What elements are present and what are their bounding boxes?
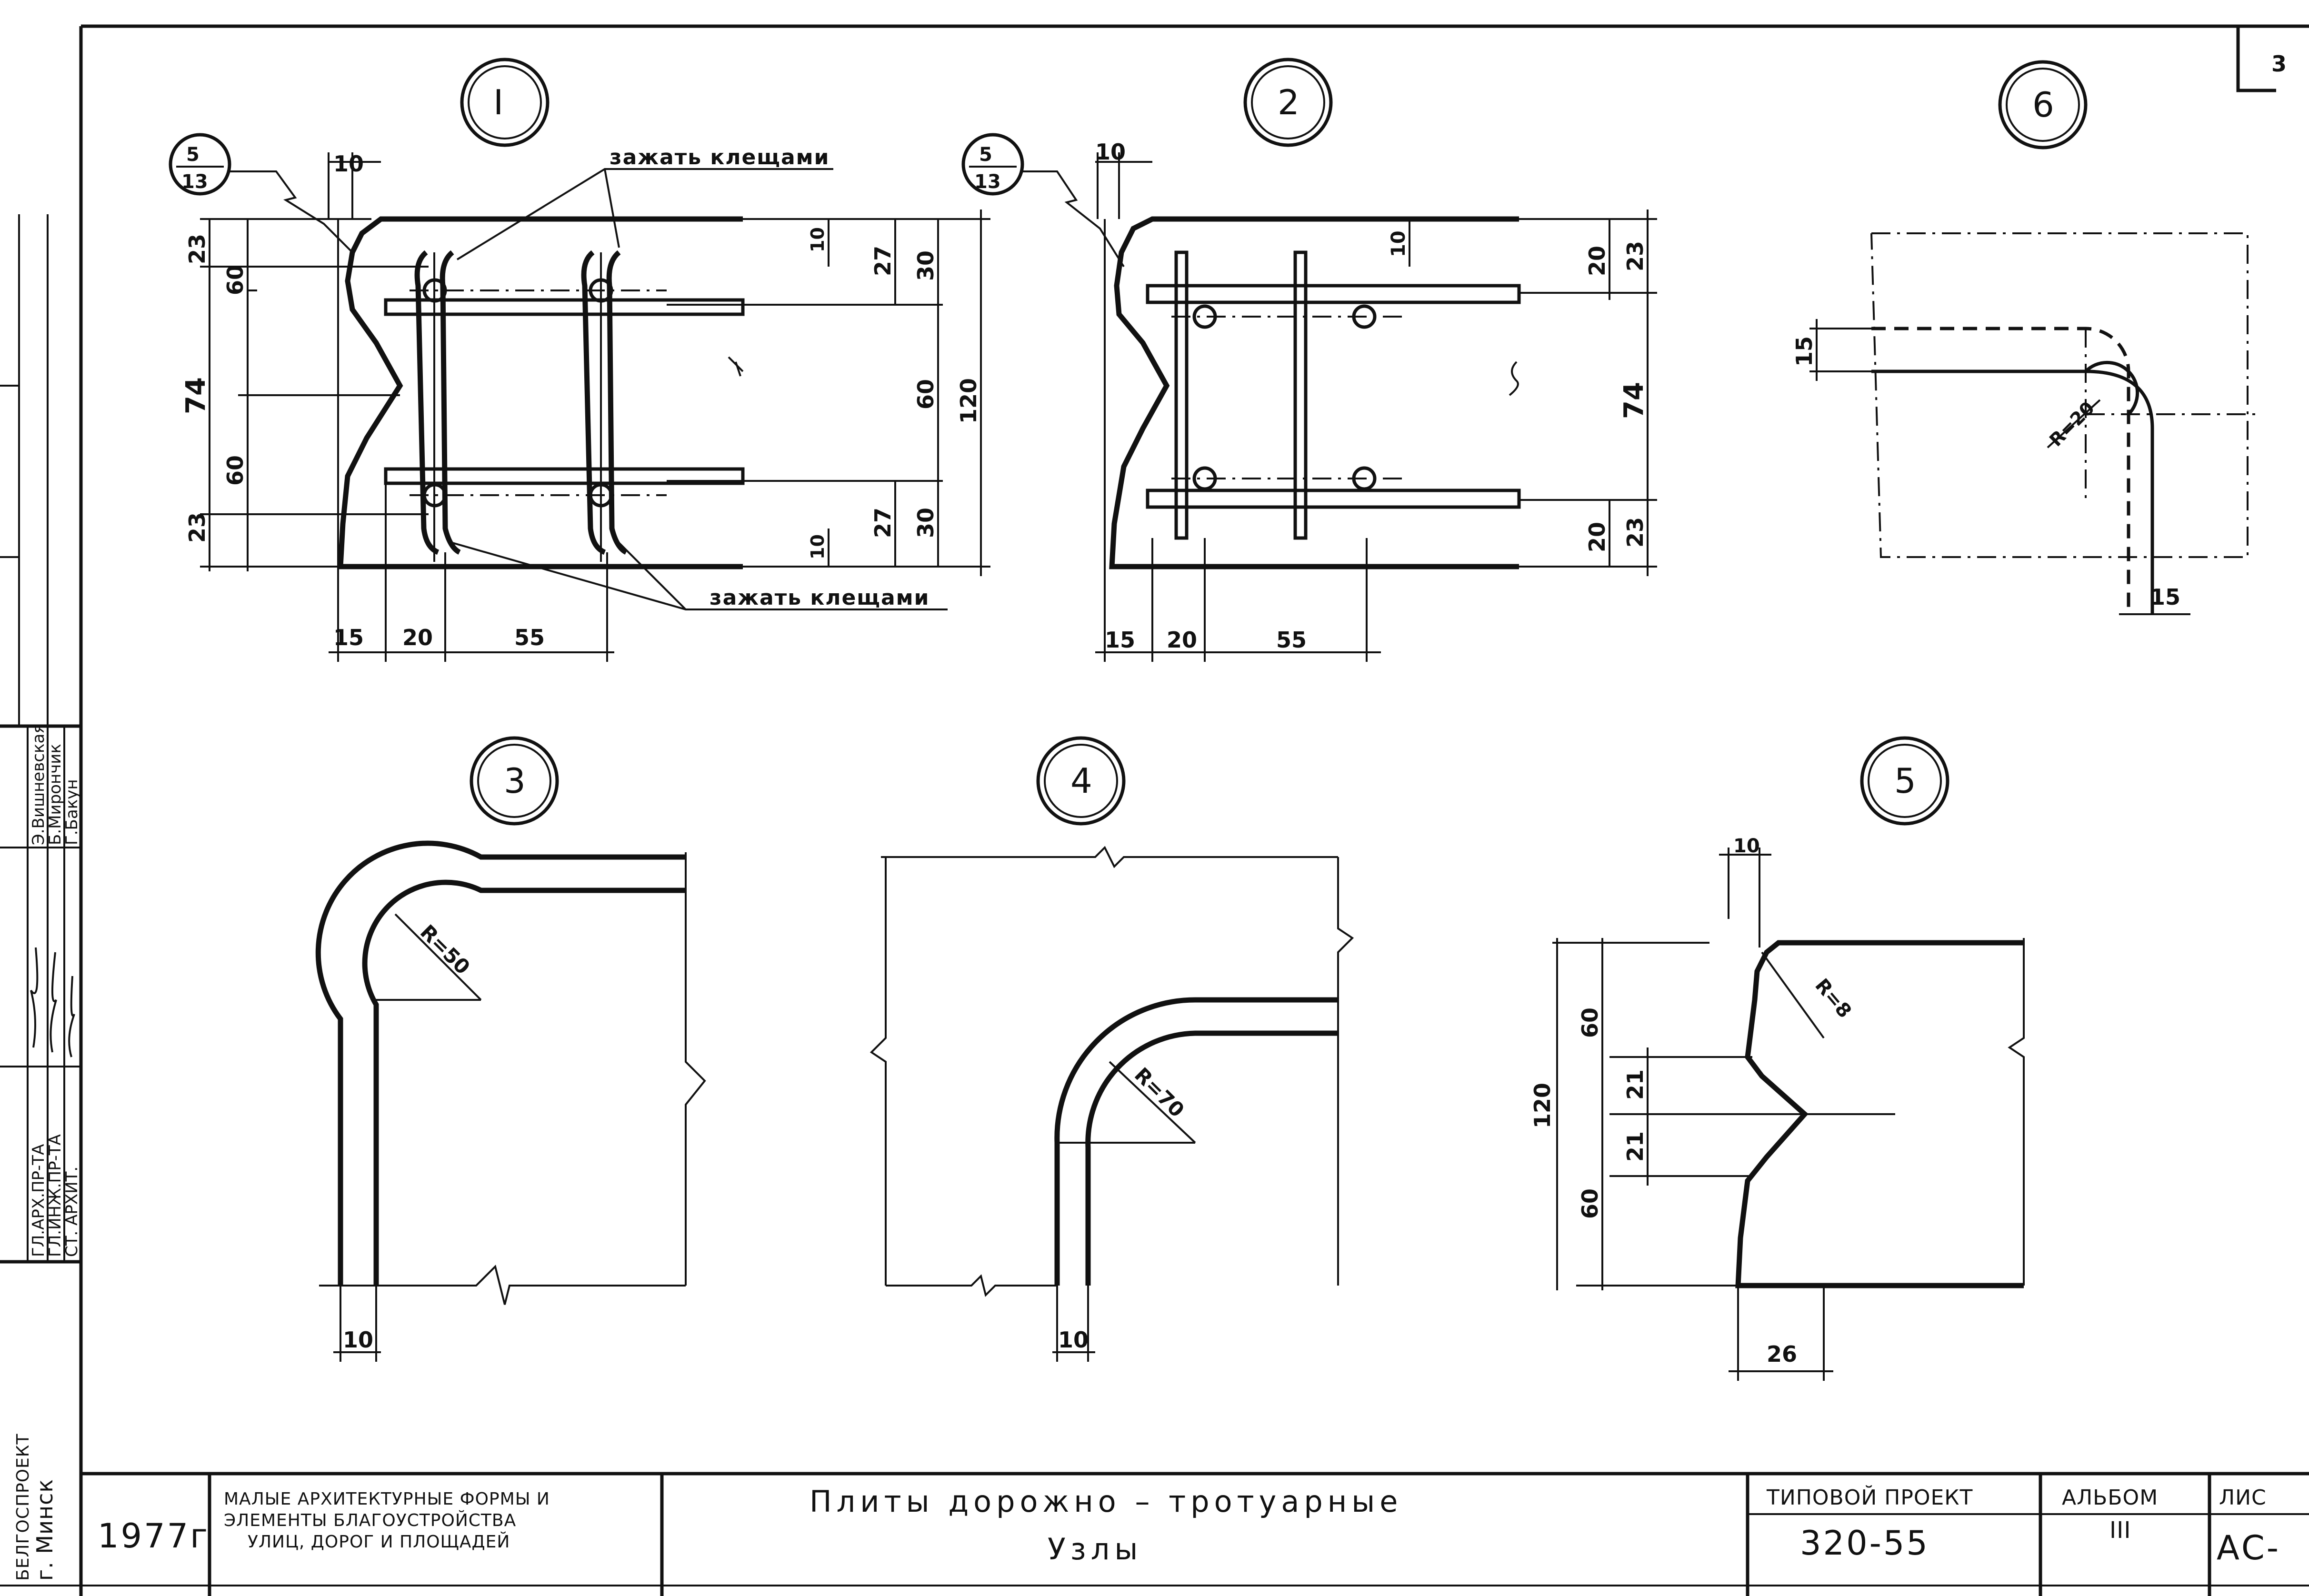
dim-d1-55: 55: [514, 625, 545, 650]
dim-d2-20: 20: [1167, 627, 1197, 653]
dim-d1-15: 15: [333, 625, 364, 650]
dim-d1-60-top: 60: [222, 265, 248, 295]
series-line-2: ЭЛЕМЕНТЫ БЛАГОУСТРОЙСТВА: [224, 1510, 516, 1530]
stamp-role-3: СТ. АРХИТ.: [62, 1167, 81, 1257]
dim-d3-10: 10: [343, 1327, 373, 1353]
side-stamp: [0, 214, 81, 1264]
node-label-5: 5: [1894, 761, 1916, 801]
sheet-code: АС-: [2217, 1528, 2280, 1567]
node-marker-4: [1036, 736, 1126, 826]
detail-1: [169, 133, 990, 662]
stamp-name-1: Э.Вишневская: [29, 724, 48, 845]
dim-d2-15: 15: [1105, 627, 1135, 653]
node-label-3: 3: [504, 761, 526, 801]
dim-d4-10: 10: [1058, 1327, 1089, 1353]
title-year: 1977г: [98, 1516, 210, 1556]
dim-d5-21-bottom: 21: [1622, 1131, 1648, 1162]
detail-4: [870, 846, 1354, 1362]
dim-d1-27-top: 27: [870, 246, 896, 276]
dim-d1-23-bottom: 23: [184, 512, 210, 543]
dim-d1-10-top: 10: [807, 227, 828, 252]
radius-d5: R=8: [1810, 975, 1855, 1022]
stamp-org: БЕЛГОСПРОЕКТ: [13, 1434, 33, 1581]
dim-d5-21-top: 21: [1622, 1069, 1648, 1100]
node-label-2: 2: [1278, 82, 1299, 122]
dim-d2-23-bottom: 23: [1622, 517, 1648, 548]
callout-top-1: 5: [186, 144, 200, 166]
dim-d2-74: 74: [1619, 382, 1649, 419]
dim-d5-120: 120: [1529, 1083, 1555, 1128]
dim-d1-27-bottom: 27: [870, 508, 896, 538]
callout-bottom-1: 13: [181, 171, 208, 193]
callout-top-2: 5: [979, 144, 992, 166]
dim-d6-15-bottom: 15: [2150, 584, 2180, 610]
series-line-1: МАЛЫЕ АРХИТЕКТУРНЫЕ ФОРМЫ И: [224, 1489, 550, 1509]
clamp-note-bottom: зажать клещами: [710, 586, 930, 610]
dim-d5-60-top: 60: [1577, 1007, 1603, 1038]
node-marker-6: [1998, 60, 2088, 150]
node-marker-5: [1860, 736, 1949, 826]
dim-d2-23-top: 23: [1622, 241, 1648, 271]
detail-2: [961, 133, 1657, 662]
sheet-frame: [0, 24, 2309, 1596]
project-number: 320-55: [1800, 1524, 1929, 1563]
stamp-name-3: Г.Бакун: [62, 779, 81, 845]
dim-d5-60-bottom: 60: [1577, 1188, 1603, 1219]
radius-d6: R=20: [2045, 398, 2099, 451]
dim-d1-top-10: 10: [333, 151, 364, 177]
dim-d5-26: 26: [1767, 1341, 1797, 1367]
album-number: III: [2109, 1517, 2131, 1544]
dim-d1-20: 20: [402, 625, 433, 650]
node-marker-2: [1243, 58, 1333, 147]
stamp-role-1: ГЛ.АРХ.ПР-ТА: [29, 1144, 48, 1257]
detail-3: [315, 840, 706, 1362]
signature-marks: [30, 947, 75, 1057]
sheet-label: ЛИС: [2219, 1486, 2267, 1510]
detail-5: [1552, 848, 2025, 1381]
node-label-4: 4: [1070, 761, 1092, 801]
album-label: АЛЬБОМ: [2062, 1486, 2158, 1510]
dim-d1-60-bottom: 60: [222, 455, 248, 486]
dim-d5-10: 10: [1733, 835, 1760, 857]
radius-d4: R=70: [1130, 1063, 1189, 1122]
dim-d2-20-top: 20: [1584, 246, 1610, 276]
sheet-title: Плиты дорожно – тротуарные: [810, 1484, 1402, 1519]
callout-bottom-2: 13: [974, 171, 1001, 193]
dim-d2-10: 10: [1388, 230, 1409, 257]
dim-d1-23-top: 23: [184, 234, 210, 264]
series-line-3: УЛИЦ, ДОРОГ И ПЛОЩАДЕЙ: [248, 1532, 510, 1552]
project-label: ТИПОВОЙ ПРОЕКТ: [1766, 1485, 1973, 1510]
dim-d1-30-bottom: 30: [913, 508, 939, 538]
dim-d1-30-top: 30: [913, 250, 939, 281]
dim-d1-10-bottom: 10: [807, 534, 828, 559]
node-marker-1: [460, 58, 550, 147]
stamp-name-2: Б.Мирончик: [46, 744, 65, 845]
dim-d1-74: 74: [180, 377, 211, 414]
stamp-role-2: ГЛ.ИНЖ.ПР-ТА: [46, 1134, 65, 1257]
dim-d1-120: 120: [956, 378, 981, 424]
dim-d6-15-side: 15: [1791, 336, 1817, 367]
detail-6: [1809, 232, 2261, 615]
dim-d2-20-bottom: 20: [1584, 522, 1610, 552]
node-label-6: 6: [2032, 85, 2054, 125]
node-marker-3: [470, 736, 559, 826]
radius-d3: R=50: [416, 920, 475, 979]
stamp-city: г. Минск: [32, 1479, 58, 1581]
dim-d2-55: 55: [1276, 627, 1307, 653]
sheet-corner-number: 3: [2271, 51, 2287, 77]
node-label-1: I: [493, 82, 503, 122]
clamp-note-top: зажать клещами: [610, 145, 830, 170]
dim-d2-top-10: 10: [1095, 139, 1126, 165]
title-block: [208, 1474, 2309, 1596]
sheet-subtitle: Узлы: [1048, 1532, 1142, 1566]
dim-d1-60-right: 60: [913, 379, 939, 409]
